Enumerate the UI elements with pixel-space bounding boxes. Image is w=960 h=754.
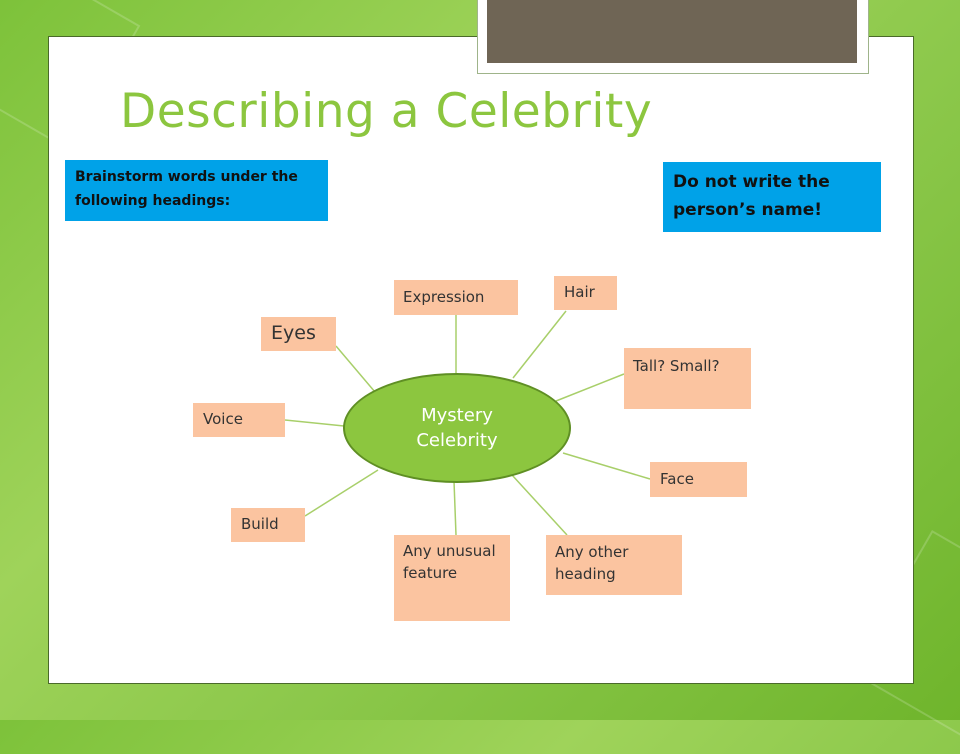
connector-size: [555, 373, 625, 402]
title-tab-decoration: [487, 0, 857, 63]
branch-build: Build: [231, 508, 305, 542]
connector-eyes: [335, 345, 376, 393]
connector-face: [562, 452, 651, 480]
slide-title: Describing a Celebrity: [120, 84, 653, 139]
connector-hair: [512, 310, 567, 379]
connector-unusual: [453, 480, 457, 536]
instruction-note: Brainstorm words under the following hea…: [65, 160, 328, 221]
connector-voice: [284, 419, 345, 427]
branch-hair: Hair: [554, 276, 617, 310]
connector-build: [304, 469, 379, 517]
mindmap-connectors: [284, 310, 651, 536]
branch-face: Face: [650, 462, 747, 497]
branch-tall-small: Tall? Small?: [624, 348, 751, 409]
center-label: Mystery Celebrity: [416, 405, 498, 451]
mindmap-center-node: Mystery Celebrity: [343, 373, 571, 483]
branch-voice: Voice: [193, 403, 285, 437]
branch-unusual-feature: Any unusual feature: [394, 535, 510, 621]
branch-other-heading: Any other heading: [546, 535, 682, 595]
warning-note: Do not write the person’s name!: [663, 162, 881, 232]
branch-eyes: Eyes: [261, 317, 336, 351]
branch-expression: Expression: [394, 280, 518, 315]
connector-other: [511, 474, 568, 536]
